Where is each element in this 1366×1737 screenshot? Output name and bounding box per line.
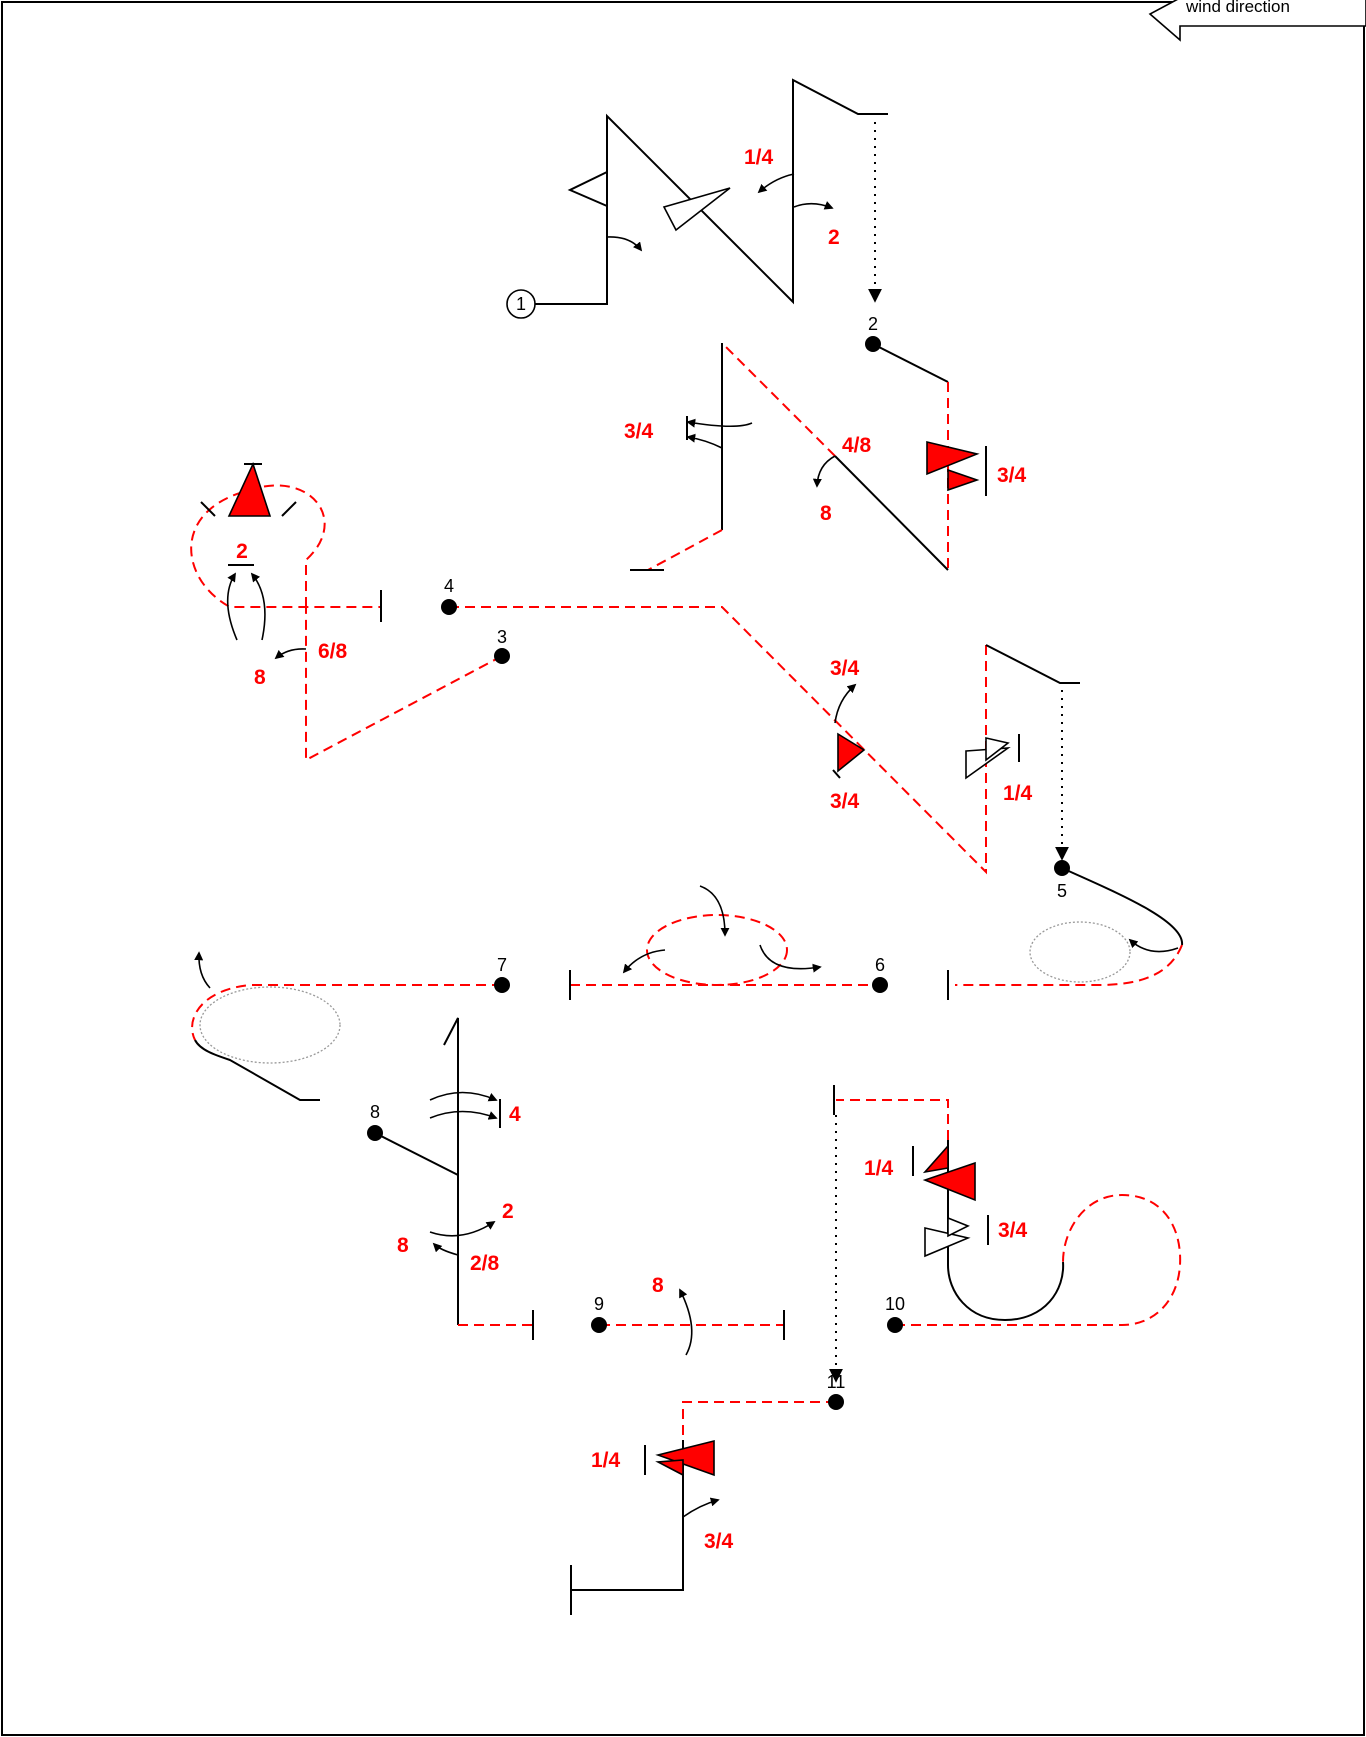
gate-triangle-small-outline-icon [947,1216,970,1238]
station-markers: 2 3 4 5 6 7 8 9 10 11 [367,314,1070,1410]
label-h-2: 2 [502,1200,514,1223]
label-k-1-4: 1/4 [591,1449,621,1472]
section-3-to-4: 2 6/8 8 [190,461,503,762]
label-h-8: 8 [397,1234,409,1257]
station-4-dot [441,599,457,615]
start-marker [506,289,536,319]
wind-direction-flag: wind direction [1148,0,1366,42]
station-3-label: 3 [497,627,507,647]
label-b-3-4-right: 3/4 [997,464,1027,487]
section-7-to-8 [191,951,502,1101]
section-11-to-finish: 1/4 3/4 [570,1401,836,1615]
gate-triangle-small-red-icon [947,468,980,492]
station-2-dot [865,336,881,352]
station-9-label: 9 [594,1294,604,1314]
station-3-dot [494,648,510,664]
label-a-1-4: 1/4 [744,146,774,169]
gate-triangle-red-icon [655,1439,715,1477]
section-start-to-2: 1 1/4 2 [506,78,888,319]
section-8-to-9: 4 2 8 2/8 [374,1017,534,1340]
label-j-1-4: 1/4 [864,1157,894,1180]
label-d-1-4: 1/4 [1003,782,1033,805]
station-6-label: 6 [875,955,885,975]
label-i-8: 8 [652,1274,664,1297]
station-7-label: 7 [497,955,507,975]
station-6-dot [872,977,888,993]
gate-triangle-outline-icon [924,1226,971,1258]
gate-triangle-red-icon [922,1161,976,1202]
label-h-2-8: 2/8 [470,1252,500,1275]
gate-triangle-small-outline-icon [985,736,1010,762]
label-b-4-8: 4/8 [842,434,872,457]
section-9-to-10: 8 [600,1274,785,1356]
gate-triangle-red-icon [926,440,980,476]
label-d-3-4-bottom: 3/4 [830,790,860,813]
label-d-3-4-top: 3/4 [830,657,860,680]
station-4-label: 4 [444,576,454,596]
station-9-dot [591,1317,607,1333]
gate-triangle-red-icon [837,732,866,773]
gate-triangle-small-red-icon [922,1143,949,1174]
station-11-label: 11 [827,1372,846,1392]
station-8-dot [367,1125,383,1141]
section-2-to-3: 3/4 4/8 8 3/4 [624,342,1027,571]
station-2-label: 2 [868,314,878,334]
label-k-3-4: 3/4 [704,1530,734,1553]
station-10-dot [887,1317,903,1333]
gate-triangle-small-red-icon [655,1459,684,1477]
station-11-dot [828,1394,844,1410]
label-h-4: 4 [509,1103,521,1126]
start-marker-label: 1 [516,294,526,314]
label-j-3-4: 3/4 [998,1219,1028,1242]
label-c-8: 8 [254,666,266,689]
label-a-2: 2 [828,226,840,249]
label-b-8: 8 [820,502,832,525]
section-4-to-5: 3/4 3/4 1/4 [449,606,1080,875]
gate-triangle-red-icon [227,461,272,517]
station-8-label: 8 [370,1102,380,1122]
label-c-6-8: 6/8 [318,640,348,663]
station-10-label: 10 [885,1294,905,1314]
station-7-dot [494,977,510,993]
wind-direction-label: wind direction [1185,0,1290,16]
label-b-3-4-left: 3/4 [624,420,654,443]
station-5-dot [1054,860,1070,876]
gate-triangle-outline-icon [662,187,731,232]
section-10-to-11: 1/4 3/4 [829,1085,1182,1383]
section-6-to-7 [569,885,880,1000]
station-5-label: 5 [1057,881,1067,901]
label-c-2: 2 [236,540,248,563]
section-5-to-6 [947,867,1184,1000]
